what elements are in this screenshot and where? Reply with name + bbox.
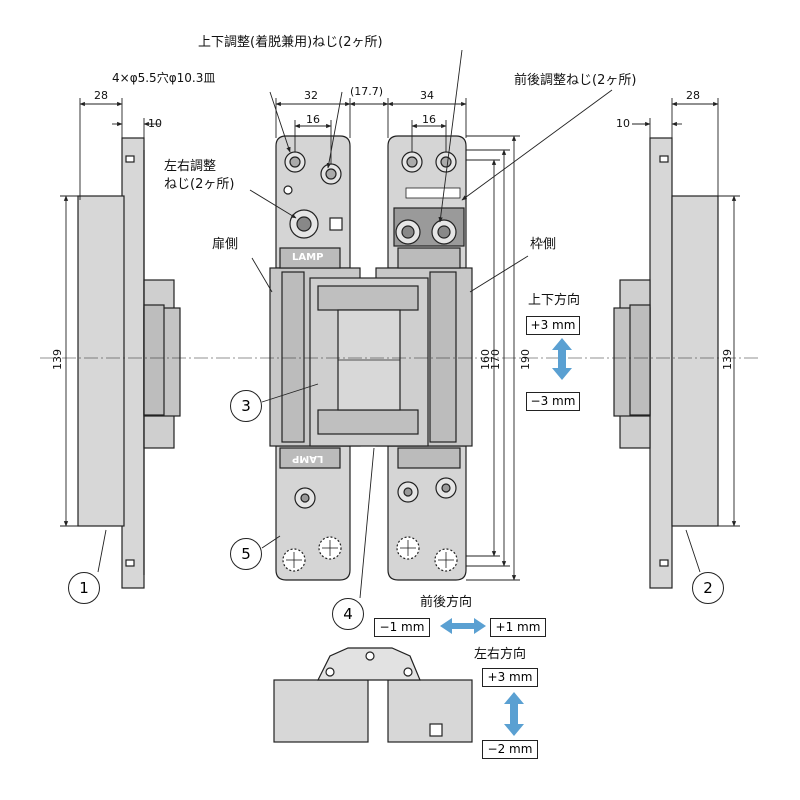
dim-gap: (17.7) — [350, 85, 384, 98]
brand-logo-top: LAMP — [292, 252, 324, 263]
leftright-arrow-icon — [504, 692, 524, 736]
dim-h139-left: 139 — [51, 349, 64, 370]
updown-direction-label: 上下方向 — [528, 293, 581, 308]
adjust-arrows — [440, 338, 572, 736]
dim-left-28: 28 — [94, 89, 108, 102]
leader-lines — [97, 49, 701, 599]
leftright-plus-box: +3 mm — [482, 668, 538, 687]
dim-left-10: 10 — [148, 117, 162, 130]
brand-logo-bottom: LAMP — [292, 453, 324, 464]
updown-screw-label: 上下調整(着脱兼用)ねじ(2ヶ所) — [198, 35, 383, 50]
callout-1: 1 — [68, 572, 100, 604]
dim-w16a: 16 — [306, 113, 320, 126]
top-view — [273, 647, 473, 743]
leftright-direction-label: 左右方向 — [474, 647, 527, 662]
left-side-view — [77, 137, 181, 589]
hinge-arms — [309, 277, 429, 447]
callout-2: 2 — [692, 572, 724, 604]
frontback-arrow-icon — [440, 618, 486, 634]
frontback-plus-box: +1 mm — [490, 618, 546, 637]
dim-right-10: 10 — [616, 117, 630, 130]
leftright-screw-label-2: ねじ(2ヶ所) — [164, 177, 235, 192]
frame-side-label: 枠側 — [530, 237, 557, 252]
leftright-minus-box: −2 mm — [482, 740, 538, 759]
frontback-direction-label: 前後方向 — [420, 595, 473, 610]
callout-4: 4 — [332, 598, 364, 630]
dimension-lines — [40, 98, 760, 581]
right-side-view — [613, 137, 719, 589]
dim-h190: 190 — [519, 349, 532, 370]
mount-holes-label: 4×φ5.5穴φ10.3皿 — [112, 71, 216, 85]
frame-side-body — [375, 135, 473, 581]
frontback-screw-label: 前後調整ねじ(2ヶ所) — [514, 73, 637, 88]
dim-w34: 34 — [420, 89, 434, 102]
door-side-label: 扉側 — [212, 237, 239, 252]
dim-w16b: 16 — [422, 113, 436, 126]
leftright-screw-label-1: 左右調整 — [164, 159, 217, 174]
dim-h170: 170 — [489, 349, 502, 370]
callout-3: 3 — [230, 390, 262, 422]
updown-minus-box: −3 mm — [526, 392, 580, 411]
callout-5: 5 — [230, 538, 262, 570]
dim-right-28: 28 — [686, 89, 700, 102]
frontback-minus-box: −1 mm — [374, 618, 430, 637]
updown-arrow-icon — [552, 338, 572, 380]
dim-w32: 32 — [304, 89, 318, 102]
dim-h139-right: 139 — [721, 349, 734, 370]
updown-plus-box: +3 mm — [526, 316, 580, 335]
